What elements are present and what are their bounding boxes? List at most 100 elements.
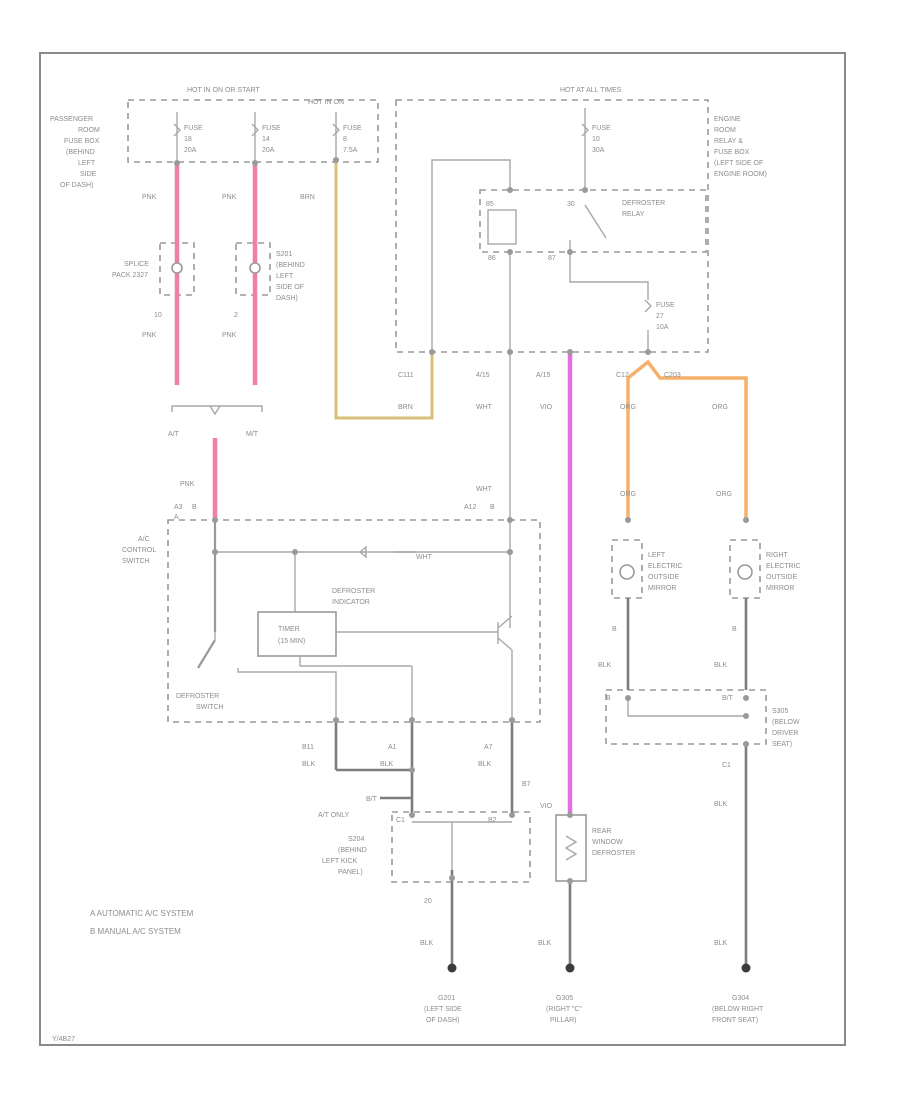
svg-text:10: 10 <box>592 136 600 143</box>
wht-label-3: WHT <box>416 554 433 561</box>
svg-text:G201: G201 <box>438 995 455 1002</box>
svg-text:PASSENGER: PASSENGER <box>50 116 93 123</box>
svg-text:FUSE: FUSE <box>343 125 362 132</box>
ac-pin-a: A <box>174 514 179 521</box>
wht-label-2: WHT <box>476 486 493 493</box>
blk-label-5: BLK <box>478 761 492 768</box>
brn-wire <box>334 160 434 420</box>
brn-label-1: BRN <box>300 194 315 201</box>
timer-label: TIMER (15 MIN) <box>278 626 305 645</box>
g304-label: G304 (BELOW RIGHT FRONT SEAT) <box>712 995 764 1024</box>
mt-label: M/T <box>246 431 259 438</box>
diagram-id: Y/4B27 <box>52 1036 75 1043</box>
svg-text:30A: 30A <box>592 147 605 154</box>
g305-label: G305 (RIGHT "C" PILLAR) <box>546 995 582 1024</box>
svg-text:(BEHIND: (BEHIND <box>276 262 305 269</box>
org-label-1: ORG <box>620 404 636 411</box>
passenger-fuse-box-label: PASSENGER ROOM FUSE BOX (BEHIND LEFT SID… <box>50 116 100 189</box>
svg-text:LEFT: LEFT <box>78 160 96 167</box>
pnk-label-5: PNK <box>180 481 195 488</box>
at-mt-brace <box>171 405 263 416</box>
connector-a7: A7 <box>484 744 493 751</box>
pin-2-label: 2 <box>234 312 238 319</box>
relay-pin-87: 87 <box>548 255 556 262</box>
s305-pin-b: B <box>606 695 611 702</box>
svg-text:8: 8 <box>343 136 347 143</box>
svg-text:(BELOW RIGHT: (BELOW RIGHT <box>712 1006 764 1013</box>
svg-text:FUSE BOX: FUSE BOX <box>64 138 100 145</box>
svg-text:(BELOW: (BELOW <box>772 719 800 726</box>
svg-text:(BEHIND: (BEHIND <box>338 847 367 854</box>
org-label-2: ORG <box>712 404 728 411</box>
ac-pin-b: B <box>192 504 197 511</box>
pnk-label-1: PNK <box>142 194 157 201</box>
connector-a1: A1 <box>388 744 397 751</box>
svg-text:DEFROSTER: DEFROSTER <box>622 200 665 207</box>
right-mirror-pin: B <box>732 626 737 633</box>
svg-text:OUTSIDE: OUTSIDE <box>766 574 797 581</box>
left-mirror-pin: B <box>612 626 617 633</box>
blk-label-2: BLK <box>714 662 728 669</box>
relay-pin-85: 85 <box>486 201 494 208</box>
svg-text:ROOM: ROOM <box>714 127 736 134</box>
relay-pin-86: 86 <box>488 255 496 262</box>
ac-pin-b-right: B <box>490 504 495 511</box>
svg-text:G305: G305 <box>556 995 573 1002</box>
svg-text:RIGHT: RIGHT <box>766 552 789 559</box>
switch-return <box>237 668 337 720</box>
fuse-10-label: FUSE 10 30A <box>592 125 611 154</box>
s305-pin-bt: B/T <box>722 695 734 702</box>
svg-text:PACK 2327: PACK 2327 <box>112 272 148 279</box>
defroster-indicator-led <box>358 545 416 559</box>
org-wire <box>626 359 748 520</box>
ground-g304 <box>741 963 751 973</box>
svg-text:(LEFT SIDE: (LEFT SIDE <box>424 1006 462 1013</box>
connector-c12: C12 <box>616 372 629 379</box>
blk-label-3: BLK <box>302 761 316 768</box>
right-mirror-motor <box>737 564 753 580</box>
engine-fuse-box <box>395 99 709 353</box>
svg-text:FUSE: FUSE <box>592 125 611 132</box>
s305-box <box>605 689 767 745</box>
wht-label-1: WHT <box>476 404 493 411</box>
ground-g305 <box>565 963 575 973</box>
relay-coil <box>487 209 517 245</box>
rear-defroster-label: REAR WINDOW DEFROSTER <box>592 828 635 857</box>
fuse-27-symbol <box>644 299 652 313</box>
svg-text:FRONT SEAT): FRONT SEAT) <box>712 1017 758 1024</box>
svg-text:ROOM: ROOM <box>78 127 100 134</box>
svg-text:7.5A: 7.5A <box>343 147 358 154</box>
at-only-label: A/T ONLY <box>318 812 350 819</box>
defroster-indicator-label: DEFROSTER INDICATOR <box>332 588 375 606</box>
fuse-8-symbol <box>332 123 340 137</box>
ac-pin-a3: A3 <box>174 504 183 511</box>
vio-label-1: VIO <box>540 404 553 411</box>
svg-text:OUTSIDE: OUTSIDE <box>648 574 679 581</box>
blk-label-1: BLK <box>598 662 612 669</box>
fuse-8-label: FUSE 8 7.5A <box>343 125 362 154</box>
org-label-4: ORG <box>716 491 732 498</box>
pnk-label-3: PNK <box>142 332 157 339</box>
svg-text:SWITCH: SWITCH <box>122 558 150 565</box>
svg-text:INDICATOR: INDICATOR <box>332 599 370 606</box>
svg-text:SPLICE: SPLICE <box>124 261 149 268</box>
relay-87-to-fuse27 <box>569 252 649 300</box>
blk-label-4: BLK <box>380 761 394 768</box>
defroster-relay-box <box>479 189 707 253</box>
svg-text:DASH): DASH) <box>276 295 298 302</box>
svg-text:S204: S204 <box>348 836 364 843</box>
right-mirror-label: RIGHT ELECTRIC OUTSIDE MIRROR <box>766 552 801 592</box>
svg-text:RELAY: RELAY <box>622 211 645 218</box>
defroster-switch-label: DEFROSTER SWITCH <box>176 693 224 711</box>
svg-text:TIMER: TIMER <box>278 626 300 633</box>
blk-label-6: BLK <box>714 801 728 808</box>
svg-text:ENGINE ROOM): ENGINE ROOM) <box>714 171 767 178</box>
s204-pin-20: 20 <box>424 898 432 905</box>
ac-control-switch-label: A/C CONTROL SWITCH <box>122 536 156 565</box>
brn-label-2: BRN <box>398 404 413 411</box>
svg-text:18: 18 <box>184 136 192 143</box>
svg-text:14: 14 <box>262 136 270 143</box>
s305-pin-c1: C1 <box>722 762 731 769</box>
svg-text:(BEHIND: (BEHIND <box>66 149 95 156</box>
